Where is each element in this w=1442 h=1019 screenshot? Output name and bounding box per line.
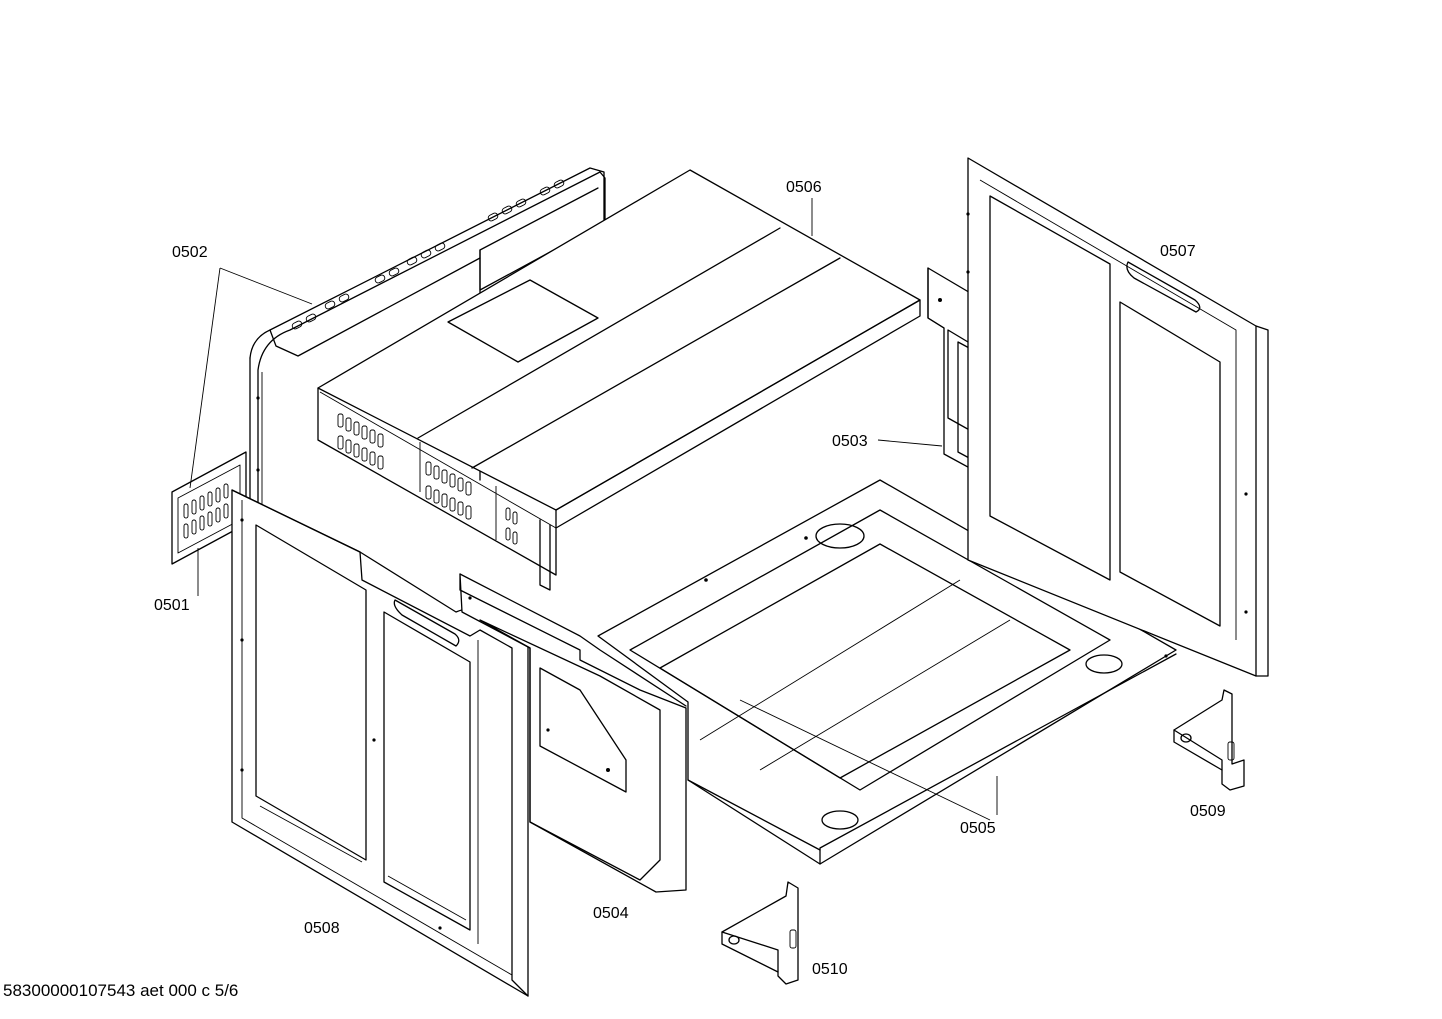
callout-0503: 0503 [832,433,868,450]
callout-0507: 0507 [1160,243,1196,260]
leader-lines [189,198,998,815]
callout-0508: 0508 [304,920,340,937]
callout-0510: 0510 [812,961,848,978]
part-0506-top-cover [317,169,921,591]
callout-0501: 0501 [154,597,190,614]
callout-0505: 0505 [960,820,996,837]
callout-0504: 0504 [593,905,629,922]
callout-0506: 0506 [786,179,822,196]
part-0507-right-side-wall [966,157,1269,677]
part-0510-bracket [721,881,799,985]
callout-0509: 0509 [1190,803,1226,820]
part-0504-left-inner-panel [459,573,687,893]
callout-labels: 0501 0502 0503 0504 0505 0506 0507 0508 … [154,179,1226,978]
part-0509-bracket [1173,689,1245,791]
document-id-footer: 58300000107543 aet 000 c 5/6 [3,981,239,1000]
part-0508-left-side-wall [231,489,529,997]
callout-0502: 0502 [172,244,208,261]
